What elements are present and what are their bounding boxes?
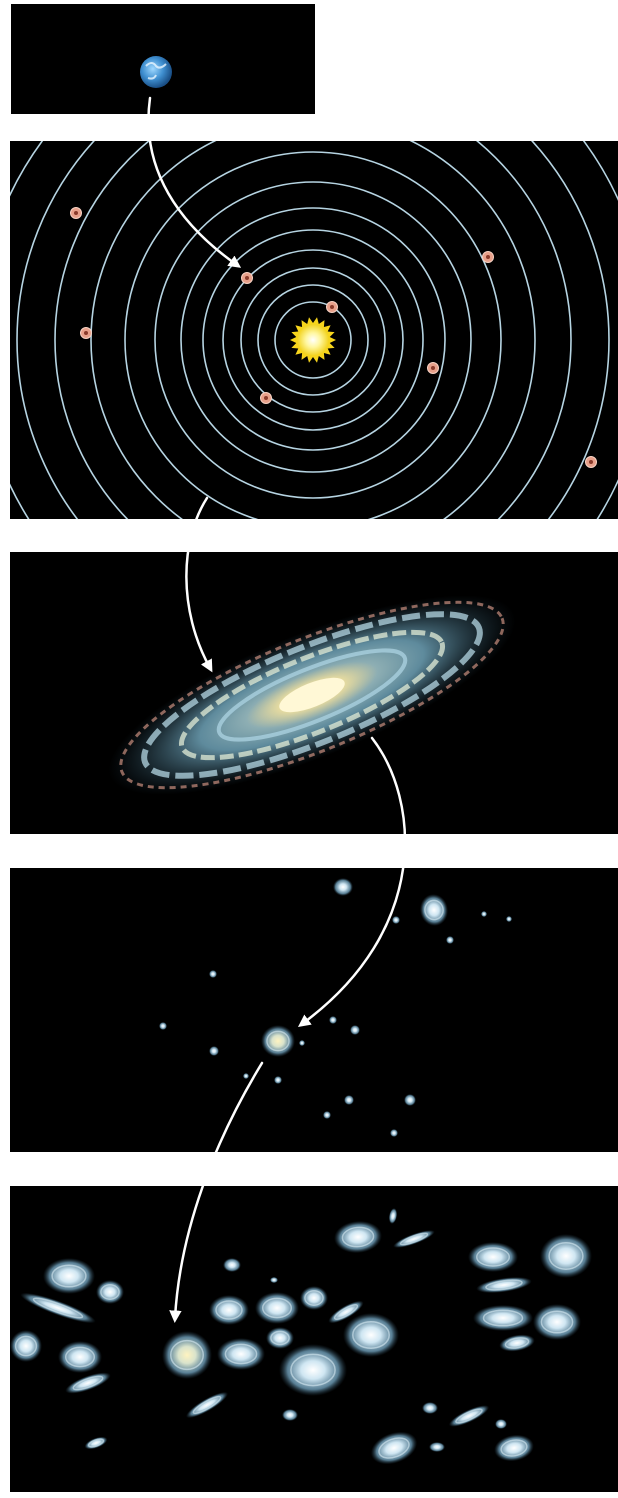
orbit-ring — [54, 141, 572, 519]
orbit-ring — [240, 267, 386, 413]
galaxy-icon — [446, 936, 454, 944]
planets — [70, 207, 597, 468]
galaxy-icon — [209, 970, 217, 978]
planet-icon — [80, 327, 92, 339]
galaxy-icon — [10, 1330, 42, 1362]
supercluster-galaxies — [10, 1208, 592, 1465]
galaxy-icon — [279, 1344, 347, 1396]
orbit-ring — [257, 284, 369, 396]
galaxy-icon — [243, 1073, 249, 1079]
galaxy-icon — [404, 1094, 416, 1106]
arrow-icon — [147, 96, 242, 268]
galaxy-icon — [392, 916, 400, 924]
galaxy-icon — [186, 1391, 228, 1419]
zoom-arrows — [147, 96, 407, 1323]
planet-icon — [260, 392, 272, 404]
planet-icon — [585, 456, 597, 468]
planet-icon — [482, 251, 494, 263]
galaxy-icon — [300, 1286, 328, 1310]
galaxy-icon — [344, 1095, 354, 1105]
galaxy-icon — [343, 1313, 399, 1357]
galaxy-icon — [209, 1046, 219, 1056]
galaxy-icon — [448, 1405, 490, 1427]
galaxy-icon — [266, 1327, 294, 1349]
galaxy-icon — [323, 1111, 331, 1119]
galaxy-icon — [209, 1295, 249, 1325]
orbit-ring — [154, 181, 472, 499]
galaxy-icon — [540, 1234, 592, 1278]
galaxy-icon — [328, 1300, 364, 1324]
galaxy-icon — [223, 1258, 241, 1272]
galaxy-icon — [65, 1372, 111, 1394]
arrow-icon — [169, 1061, 264, 1323]
orbit-ring — [202, 229, 424, 451]
galaxy-icon — [494, 1434, 534, 1462]
galaxy-icon — [481, 911, 487, 917]
galaxy-icon — [533, 1304, 581, 1340]
galaxy-icon — [96, 1280, 124, 1304]
galaxy-icon — [261, 1025, 295, 1057]
galaxy-icon — [422, 1402, 438, 1414]
galaxy-icon — [495, 1419, 507, 1429]
planet-icon — [326, 301, 338, 313]
galaxy-icon — [329, 1016, 337, 1024]
orbit-ring — [90, 141, 536, 519]
arrow-icon — [297, 736, 407, 1027]
milky-way-galaxy-icon — [108, 595, 516, 795]
arrow-icon — [185, 496, 213, 673]
sun-icon — [290, 317, 336, 363]
planet-icon — [70, 207, 82, 219]
orbit-ring — [222, 249, 404, 431]
orbit-rings — [10, 141, 618, 519]
galaxy-icon — [270, 1277, 278, 1283]
galaxy-icon — [370, 1431, 418, 1465]
orbit-ring — [180, 207, 446, 473]
galaxy-icon — [255, 1292, 299, 1324]
galaxy-icon — [162, 1331, 212, 1379]
orbit-ring — [274, 301, 352, 379]
galaxy-icon — [350, 1025, 360, 1035]
galaxy-icon — [299, 1040, 305, 1046]
galaxy-icon — [388, 1208, 398, 1224]
galaxy-icon — [476, 1277, 532, 1293]
galaxy-icon — [217, 1338, 265, 1370]
galaxy-icon — [20, 1292, 96, 1324]
local-group-galaxies — [159, 878, 512, 1137]
galaxy-icon — [393, 1230, 435, 1248]
orbit-ring — [16, 141, 610, 519]
earth-icon — [140, 56, 172, 88]
galaxy-icon — [473, 1305, 533, 1331]
galaxy-icon — [419, 894, 449, 926]
galaxy-icon — [84, 1436, 108, 1450]
galaxy-icon — [499, 1334, 535, 1352]
galaxy-icon — [58, 1341, 102, 1373]
planet-icon — [427, 362, 439, 374]
galaxy-icon — [274, 1076, 282, 1084]
galaxy-icon — [43, 1258, 95, 1294]
orbit-ring — [124, 151, 502, 519]
galaxy-icon — [159, 1022, 167, 1030]
galaxy-icon — [468, 1242, 518, 1272]
galaxy-icon — [429, 1442, 445, 1452]
galaxy-icon — [390, 1129, 398, 1137]
galaxy-icon — [506, 916, 512, 922]
planet-icon — [241, 272, 253, 284]
galaxy-icon — [334, 1220, 382, 1254]
galaxy-icon — [333, 878, 353, 896]
galaxy-icon — [282, 1409, 298, 1421]
local-group-panel — [10, 868, 618, 1152]
